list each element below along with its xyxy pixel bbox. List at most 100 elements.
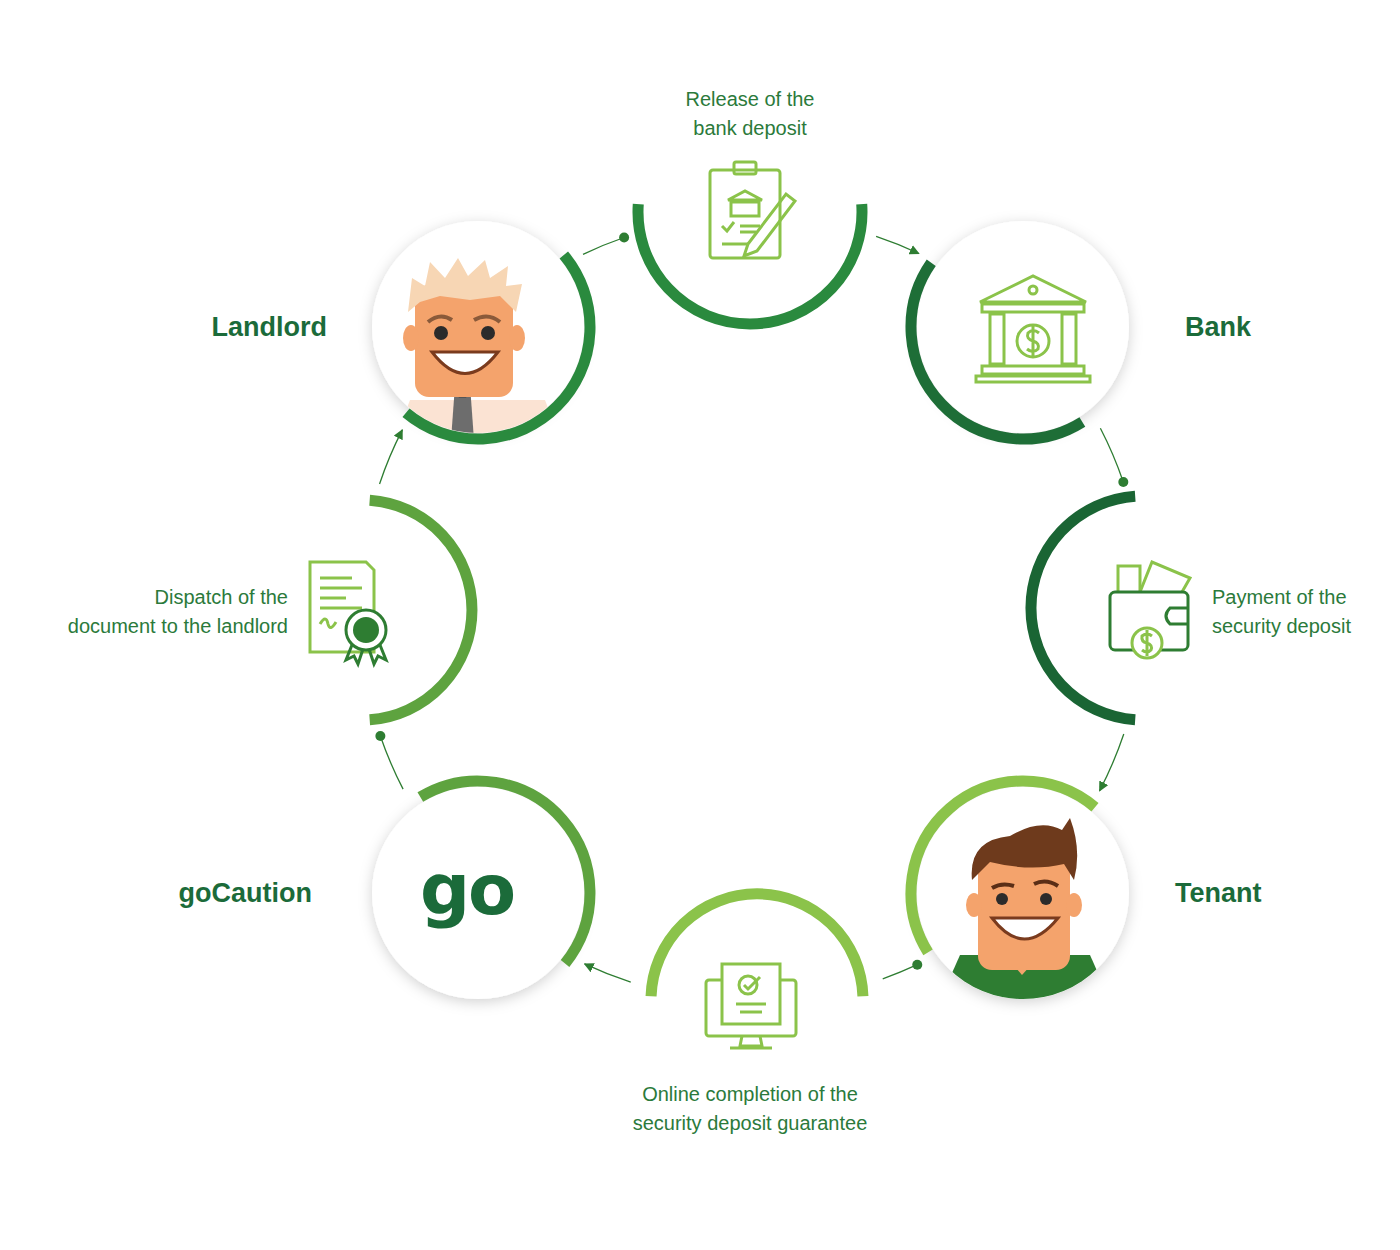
ring-stroke bbox=[911, 263, 1082, 439]
drawing-path bbox=[320, 619, 336, 628]
drawing-path bbox=[744, 194, 795, 256]
drawing-rect bbox=[731, 202, 759, 216]
ring-stroke bbox=[911, 781, 1095, 952]
drawing-path bbox=[992, 884, 1014, 888]
drawing-ellipse bbox=[966, 893, 982, 917]
ring-arc bbox=[358, 207, 598, 447]
drawing-path bbox=[730, 1036, 772, 1048]
node-title: Tenant bbox=[1175, 876, 1262, 910]
drawing-path bbox=[1027, 326, 1039, 356]
ring-stroke bbox=[1031, 496, 1135, 719]
drawing-circle bbox=[434, 326, 448, 340]
drawing-rect bbox=[722, 964, 780, 1024]
drawing-circle bbox=[1040, 893, 1052, 905]
tenant-node: Tenant bbox=[903, 773, 1143, 1013]
flow-connector bbox=[1100, 734, 1124, 791]
drawing-circle bbox=[917, 787, 1129, 999]
drawing-rect bbox=[734, 162, 756, 174]
drawing-rect bbox=[982, 366, 1084, 374]
drawing-path bbox=[1166, 608, 1188, 624]
connector-line bbox=[583, 238, 624, 255]
drawing-circle bbox=[739, 976, 757, 994]
drawing-rect bbox=[982, 304, 1084, 312]
flow-connector bbox=[583, 233, 629, 255]
connector-dot bbox=[375, 731, 385, 741]
drawing-path bbox=[992, 918, 1058, 939]
connector-dot bbox=[1118, 477, 1128, 487]
wallet-icon bbox=[1110, 562, 1190, 658]
drawing-ellipse bbox=[509, 325, 525, 351]
drawing-rect bbox=[976, 376, 1090, 382]
drawing-path bbox=[1142, 630, 1152, 656]
ring-arc bbox=[242, 490, 482, 730]
drawing-circle bbox=[346, 610, 386, 650]
landlord-figure bbox=[395, 258, 560, 440]
connector-line bbox=[380, 430, 403, 484]
connector-line bbox=[1100, 428, 1123, 482]
brand-logo: go bbox=[420, 855, 514, 925]
drawing-path bbox=[408, 258, 522, 312]
drawing-path bbox=[972, 818, 1078, 880]
step-label: Payment of the security deposit bbox=[1212, 583, 1394, 641]
drawing-path bbox=[474, 316, 500, 322]
connector-dot bbox=[619, 233, 629, 243]
drawing-circle bbox=[1132, 628, 1162, 658]
node-title: Landlord bbox=[212, 310, 328, 344]
drawing-circle bbox=[353, 617, 379, 643]
step-label: Online completion of the security deposi… bbox=[600, 1080, 900, 1138]
drawing-path bbox=[736, 977, 766, 1012]
flow-connector bbox=[1100, 428, 1128, 487]
ring-stroke bbox=[420, 781, 590, 963]
drawing-ellipse bbox=[1066, 893, 1082, 917]
flow-connector bbox=[380, 430, 403, 484]
step-label: Dispatch of the document to the landlord bbox=[38, 583, 288, 641]
online-icon bbox=[706, 964, 796, 1048]
connector-line bbox=[883, 965, 918, 979]
drawing-circle bbox=[917, 221, 1129, 433]
ring-stroke bbox=[406, 255, 590, 439]
drawing-rect bbox=[990, 314, 1004, 364]
drawing-path bbox=[722, 222, 760, 244]
certificate-icon bbox=[310, 562, 386, 664]
tenant-figure bbox=[940, 818, 1110, 1000]
drawing-circle bbox=[372, 787, 584, 999]
ring-stroke bbox=[651, 894, 863, 996]
flow-connector bbox=[883, 960, 923, 979]
drawing-path bbox=[432, 352, 498, 374]
gocaution-node: goCautiongo bbox=[358, 773, 598, 1013]
connector-line bbox=[380, 736, 403, 789]
step-label: Release of the bank deposit bbox=[663, 85, 838, 143]
dispatch-step: Dispatch of the document to the landlord bbox=[242, 490, 482, 730]
drawing-path bbox=[980, 276, 1086, 302]
connector-line bbox=[585, 964, 631, 982]
drawing-circle bbox=[996, 893, 1008, 905]
drawing-circle bbox=[1029, 286, 1037, 294]
connector-dot bbox=[912, 960, 922, 970]
release-step: Release of the bank deposit bbox=[630, 92, 870, 332]
bank-icon bbox=[976, 276, 1090, 382]
bank-node: Bank bbox=[903, 207, 1143, 447]
ring-arc bbox=[903, 773, 1143, 1013]
ring-stroke bbox=[638, 204, 862, 324]
drawing-rect bbox=[415, 285, 513, 397]
flow-connector bbox=[375, 731, 403, 789]
node-title: goCaution bbox=[179, 876, 312, 910]
online-step: Online completion of the security deposi… bbox=[637, 880, 877, 1120]
connector-line bbox=[1100, 734, 1124, 791]
flow-connector bbox=[876, 236, 919, 253]
drawing-rect bbox=[1062, 314, 1076, 364]
payment-step: Payment of the security deposit bbox=[1023, 488, 1263, 728]
flow-connector bbox=[585, 964, 631, 982]
ring-arc bbox=[903, 207, 1143, 447]
drawing-circle bbox=[481, 326, 495, 340]
drawing-ellipse bbox=[403, 325, 419, 351]
drawing-path bbox=[1034, 881, 1058, 886]
connector-line bbox=[876, 236, 919, 253]
landlord-node: Landlord bbox=[358, 207, 598, 447]
drawing-circle bbox=[1017, 325, 1049, 357]
ring-stroke bbox=[370, 500, 472, 719]
drawing-path bbox=[728, 191, 762, 200]
drawing-path bbox=[320, 578, 362, 608]
